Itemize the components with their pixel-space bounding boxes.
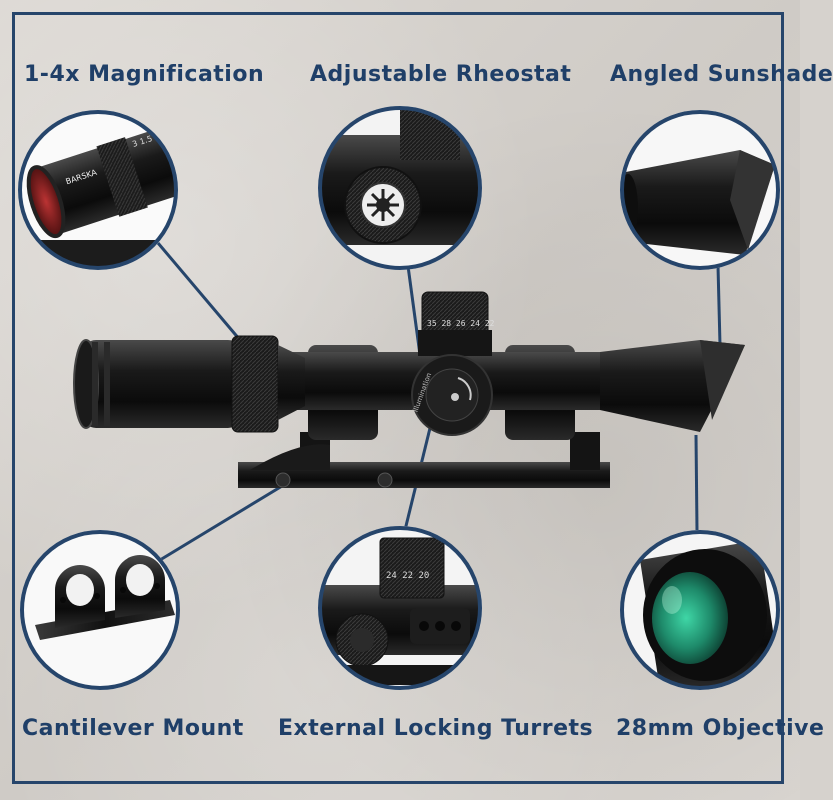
- scope-body: 35 28 26 24 22 illumination: [73, 291, 745, 488]
- label-mount: Cantilever Mount: [22, 716, 244, 741]
- svg-text:24 22 20: 24 22 20: [386, 571, 429, 581]
- label-rheostat: Adjustable Rheostat: [310, 62, 572, 87]
- turrets-detail-circle: 24 22 20: [318, 526, 482, 690]
- mount-detail-circle: [20, 530, 180, 690]
- magnification-detail-circle: BARSKA 3 1.5: [18, 110, 178, 270]
- label-sunshade: Angled Sunshade: [610, 62, 833, 87]
- label-magnification: 1-4x Magnification: [24, 62, 265, 87]
- svg-text:35 28 26 24 22: 35 28 26 24 22: [427, 319, 495, 328]
- blue-frame: [12, 12, 784, 784]
- product-illustration: 35 28 26 24 22 illumination BARSKA 3 1.5: [18, 106, 780, 690]
- objective-detail-circle: [620, 530, 780, 690]
- label-turrets: External Locking Turrets: [278, 716, 594, 741]
- rheostat-detail-circle: [318, 106, 482, 270]
- label-objective: 28mm Objective: [616, 716, 825, 741]
- sunshade-detail-circle: [620, 110, 780, 270]
